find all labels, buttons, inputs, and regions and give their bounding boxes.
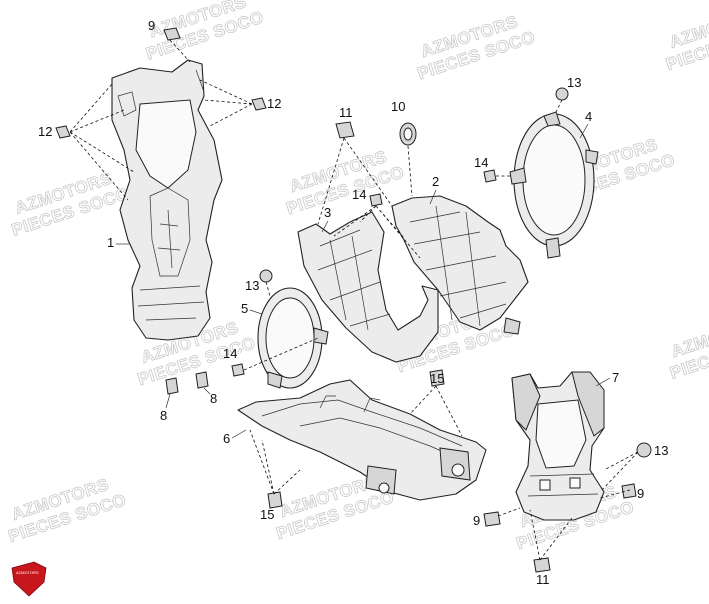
callout-13-mid: 13 bbox=[245, 278, 259, 293]
clip-9-top[interactable] bbox=[163, 27, 181, 41]
part-2-inner-fairing-right[interactable] bbox=[391, 195, 529, 335]
callout-2: 2 bbox=[432, 174, 439, 189]
callout-11-top: 11 bbox=[339, 105, 353, 120]
callout-13-top: 13 bbox=[567, 75, 581, 90]
part-3-inner-fairing-left[interactable] bbox=[297, 211, 439, 363]
screw-14-mid[interactable] bbox=[369, 193, 383, 207]
part-5-headlight-ring-left[interactable] bbox=[257, 287, 329, 389]
callout-6: 6 bbox=[223, 431, 230, 446]
callout-15-right: 15 bbox=[430, 371, 444, 386]
fasteners bbox=[55, 27, 652, 573]
clip-9-bottom-right[interactable] bbox=[621, 483, 637, 499]
clip-15-right[interactable] bbox=[429, 369, 445, 387]
screw-12-left[interactable] bbox=[55, 125, 71, 139]
part-1-headlight-frame[interactable] bbox=[111, 59, 223, 341]
nut-13-mid[interactable] bbox=[259, 269, 273, 283]
callout-7: 7 bbox=[612, 370, 619, 385]
shield-icon bbox=[11, 561, 47, 597]
screw-14-left[interactable] bbox=[231, 363, 245, 377]
callout-11-bottom: 11 bbox=[536, 572, 550, 587]
callout-4: 4 bbox=[585, 109, 592, 124]
logo-text: AZMOTORS bbox=[16, 570, 39, 575]
clip-8-left[interactable] bbox=[165, 377, 179, 395]
clip-8-right[interactable] bbox=[195, 371, 209, 389]
callout-13-right: 13 bbox=[654, 443, 668, 458]
clip-11-top[interactable] bbox=[335, 121, 355, 139]
brand-logo: AZMOTORS bbox=[11, 561, 47, 597]
screw-12-right[interactable] bbox=[251, 97, 267, 111]
nut-13-right[interactable] bbox=[636, 442, 652, 458]
callout-15-left: 15 bbox=[260, 507, 274, 522]
callout-8-left: 8 bbox=[160, 408, 167, 423]
callout-9-top: 9 bbox=[148, 18, 155, 33]
clip-15-left[interactable] bbox=[267, 491, 283, 509]
clip-11-bottom[interactable] bbox=[533, 557, 551, 573]
screw-14-top[interactable] bbox=[483, 169, 497, 183]
clip-9-bottom-left[interactable] bbox=[483, 511, 501, 527]
callout-8-right: 8 bbox=[210, 391, 217, 406]
callout-9-right: 9 bbox=[637, 486, 644, 501]
part-4-headlight-ring-right[interactable] bbox=[509, 111, 599, 259]
callout-12-left: 12 bbox=[38, 124, 52, 139]
callout-14-top: 14 bbox=[474, 155, 488, 170]
callout-9-bottom: 9 bbox=[473, 513, 480, 528]
callout-1: 1 bbox=[107, 235, 114, 250]
callout-5: 5 bbox=[241, 301, 248, 316]
part-7-inner-bracket[interactable] bbox=[511, 371, 605, 521]
callout-14-left: 14 bbox=[223, 346, 237, 361]
callout-14-mid: 14 bbox=[352, 187, 366, 202]
callout-12-right: 12 bbox=[267, 96, 281, 111]
leader-lines bbox=[69, 39, 639, 561]
callout-3: 3 bbox=[324, 205, 331, 220]
callout-labels: 1 2 3 4 5 6 7 8 8 9 9 9 10 11 11 12 12 1… bbox=[38, 18, 668, 587]
part-6-lower-fairing[interactable] bbox=[237, 379, 487, 501]
callout-10: 10 bbox=[391, 99, 405, 114]
